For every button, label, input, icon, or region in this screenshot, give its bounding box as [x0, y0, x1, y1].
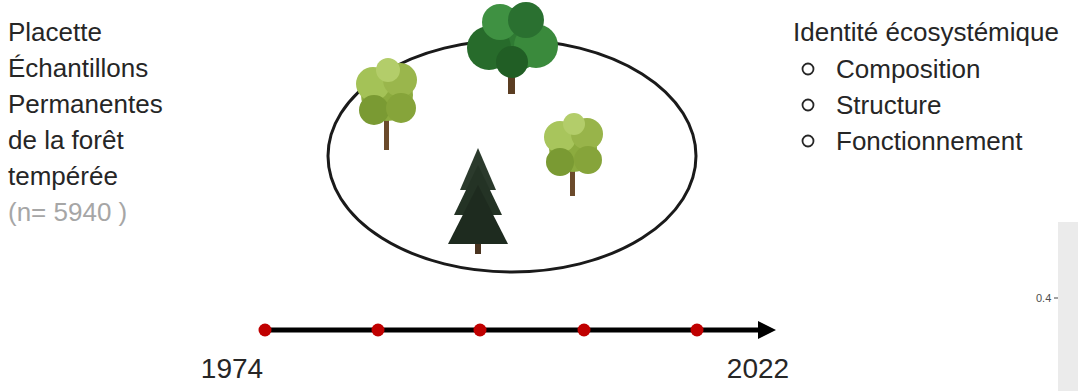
axis-tick-label: 0.4 [1036, 291, 1051, 305]
bullet-item: Fonctionnement [836, 123, 1022, 159]
time-point [372, 324, 385, 337]
axis-tick [1054, 298, 1058, 299]
conifer-tree [448, 148, 508, 254]
plot-ellipse [328, 40, 696, 272]
section-heading: Identité écosystémique [793, 14, 1059, 50]
bullet-item: Composition [836, 51, 981, 87]
time-point [578, 324, 591, 337]
chart-panel [1058, 222, 1078, 391]
year-label: 1974 [201, 352, 263, 386]
year-label: 2022 [727, 352, 789, 386]
time-point [474, 324, 487, 337]
bullet-item: Structure [836, 87, 942, 123]
arrowhead [758, 321, 776, 339]
bullet [803, 64, 814, 75]
time-point [259, 324, 272, 337]
time-point [691, 324, 704, 337]
deciduous-tree [467, 2, 558, 94]
deciduous-tree [544, 113, 603, 196]
bullet [803, 136, 814, 147]
sample-count: (n= 5940 ) [8, 194, 127, 230]
plot-description: Placette Échantillons Permanentes de la … [8, 14, 188, 194]
timeline-axis [265, 328, 760, 333]
bullet [803, 100, 814, 111]
deciduous-tree [356, 58, 417, 150]
